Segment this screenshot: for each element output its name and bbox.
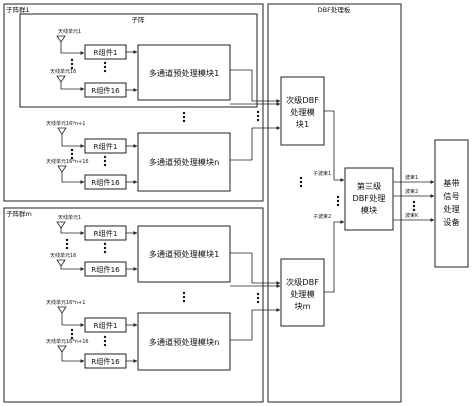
multichannel-preprocess-box xyxy=(137,312,231,371)
secondary-dbf-module-m-box xyxy=(280,258,325,327)
r-component-label: R组件16 xyxy=(91,265,120,274)
dbf-board-label: DBF处理板 xyxy=(318,5,351,14)
baseband-device-line2: 信号 xyxy=(443,191,459,201)
antenna-icon xyxy=(56,75,66,83)
subarray-group-m-label: 子阵群m xyxy=(6,209,32,218)
antenna-icon xyxy=(56,259,66,267)
secondary-dbf-module-1-line3: 块1 xyxy=(296,119,309,129)
baseband-device-line1: 基带 xyxy=(443,178,459,188)
subarray-frame xyxy=(19,13,258,108)
subarray-block-m1: 天线单元1 R组件1 天线单元16 R组件16 多通道预处理模块1 xyxy=(50,214,231,283)
third-level-dbf-box xyxy=(344,167,394,231)
multichannel-preprocess-label: 多通道预处理模块1 xyxy=(149,68,220,78)
subbeam-2-label: 子波束2 xyxy=(313,213,331,220)
antenna-label: 天线单元1 xyxy=(58,214,81,221)
secondary-dbf-module-1-box xyxy=(280,76,325,146)
antenna-label: 天线单元16 xyxy=(50,252,76,259)
antenna-label: 天线单元16*n+1 xyxy=(46,120,85,127)
antenna-icon xyxy=(56,35,66,43)
secondary-dbf-module-m-line3: 块m xyxy=(294,301,310,311)
multichannel-preprocess-box xyxy=(137,44,231,101)
r-component-label: R组件16 xyxy=(91,178,120,187)
baseband-device-box xyxy=(434,139,469,268)
third-level-dbf-line3: 模块 xyxy=(361,205,377,215)
third-level-dbf-line1: 第三级 xyxy=(357,181,382,191)
antenna-label: 天线单元16*n+1 xyxy=(46,299,85,306)
subarray-group-m-frame xyxy=(3,207,264,403)
baseband-device-line4: 设备 xyxy=(443,217,459,227)
multichannel-preprocess-label: 多通道预处理模块1 xyxy=(149,249,220,259)
antenna-icon xyxy=(57,127,67,135)
r-component-label: R组件1 xyxy=(94,321,118,330)
antenna-icon xyxy=(57,306,67,314)
r-component-label: R组件1 xyxy=(94,142,118,151)
antenna-label: 天线单元16*n+16 xyxy=(46,158,89,165)
antenna-icon xyxy=(56,221,66,229)
antenna-label: 天线单元16*n+16 xyxy=(46,338,89,345)
multichannel-preprocess-label: 多通道预处理模块n xyxy=(149,157,220,167)
antenna-label: 天线单元16 xyxy=(50,68,76,75)
r-component-label: R组件16 xyxy=(91,86,120,95)
secondary-dbf-module-1-line1: 次级DBF xyxy=(286,95,319,105)
dbf-board-frame xyxy=(267,3,402,403)
subarray-block-mn: 天线单元16*n+1 R组件1 天线单元16*n+16 R组件16 多通道预处理… xyxy=(46,299,231,371)
multichannel-preprocess-box xyxy=(137,225,231,283)
subbeam-1-label: 子波束1 xyxy=(313,170,331,177)
subarray-group-1-frame xyxy=(3,3,264,202)
r-component-label: R组件1 xyxy=(94,48,118,57)
secondary-dbf-module-m-line1: 次级DBF xyxy=(286,277,319,287)
antenna-label: 天线单元1 xyxy=(58,28,81,35)
secondary-dbf-module-1-line2: 处理模 xyxy=(290,107,315,117)
multichannel-preprocess-box xyxy=(137,132,231,192)
antenna-icon xyxy=(57,345,67,353)
subarray-label: 子阵 xyxy=(132,15,146,24)
beam-2-label: 波束2 xyxy=(405,188,418,195)
subarray-group-1-label: 子阵群1 xyxy=(6,5,30,14)
r-component-label: R组件16 xyxy=(91,357,120,366)
antenna-icon xyxy=(57,165,67,173)
beam-1-label: 波束1 xyxy=(405,174,418,181)
secondary-dbf-module-m-line2: 处理模 xyxy=(290,289,315,299)
beam-k-label: 波束K xyxy=(405,212,419,219)
subarray-block-n: 天线单元16*n+1 R组件1 天线单元16*n+16 R组件16 多通道预处理… xyxy=(46,120,231,192)
third-level-dbf-line2: DBF处理 xyxy=(352,193,385,203)
multichannel-preprocess-label: 多通道预处理模块n xyxy=(149,337,220,347)
baseband-device-line3: 处理 xyxy=(443,204,459,214)
r-component-label: R组件1 xyxy=(94,229,118,238)
subarray-block-1: 天线单元1 R组件1 天线单元16 R组件16 多通道预处理模块1 xyxy=(50,28,231,101)
